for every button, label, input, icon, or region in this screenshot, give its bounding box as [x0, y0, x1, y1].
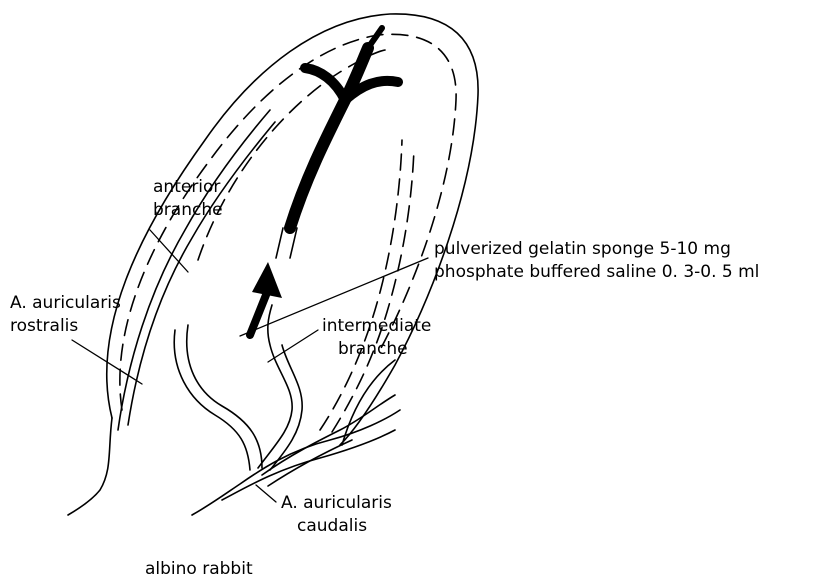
- label-anterior-line1: anterior: [153, 177, 220, 197]
- label-caudalis-line1: A. auricularis: [281, 493, 392, 513]
- intermediate-branch-left: [258, 305, 292, 468]
- ear-base-left: [68, 418, 112, 515]
- injection-arrow-head: [252, 262, 282, 298]
- label-caudalis-line2: caudalis: [297, 516, 367, 536]
- label-injection-line2: phosphate buffered saline 0. 3-0. 5 ml: [434, 262, 759, 282]
- anterior-branch-artery-a: [118, 110, 270, 430]
- label-anterior-line2: branche: [153, 200, 223, 220]
- embolus-tip: [368, 28, 382, 48]
- label-intermediate-line1: intermediate: [322, 316, 431, 336]
- caudalis-trunk-right: [187, 325, 262, 468]
- ear-base-bottom2: [222, 430, 395, 500]
- leader-caudalis: [256, 485, 276, 502]
- label-injection-line1: pulverized gelatin sponge 5-10 mg: [434, 239, 731, 259]
- figure-caption: albino rabbit: [145, 559, 253, 579]
- anterior-branch-artery-b: [128, 122, 275, 425]
- leader-intermediate: [268, 330, 318, 362]
- label-rostralis-line1: A. auricularis: [10, 293, 121, 313]
- posterior-artery-dashed: [320, 140, 402, 430]
- label-rostralis-line2: rostralis: [10, 316, 78, 336]
- label-intermediate-line2: branche: [338, 339, 408, 359]
- posterior-artery-dashed-2: [332, 148, 414, 432]
